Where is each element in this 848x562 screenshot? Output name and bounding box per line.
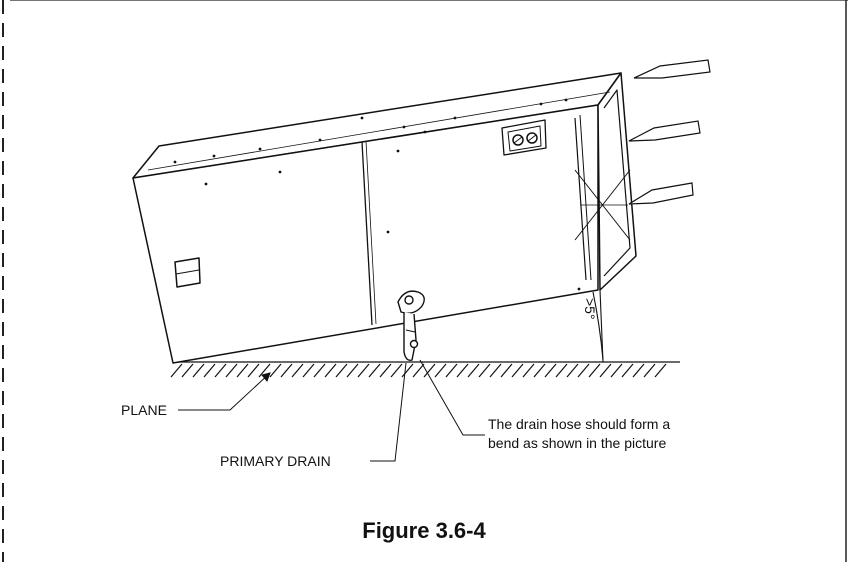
hatch-stroke	[533, 363, 546, 378]
hatch-stroke	[511, 363, 524, 378]
hatch-stroke	[654, 363, 667, 378]
drain-note-line2: bend as shown in the picture	[488, 435, 667, 451]
drain-note: The drain hose should form a bend as sho…	[488, 415, 670, 453]
hatch-stroke	[269, 363, 282, 378]
hatch-stroke	[225, 363, 238, 378]
plane-label: PLANE	[121, 402, 167, 418]
hatch-stroke	[412, 363, 425, 378]
hatch-stroke	[566, 363, 579, 378]
hatch-stroke	[214, 363, 227, 378]
figure-caption: Figure 3.6-4	[362, 518, 486, 543]
hatch-stroke	[203, 363, 216, 378]
hatch-stroke	[192, 363, 205, 378]
hatch-stroke	[489, 363, 502, 378]
hatch-stroke	[379, 363, 392, 378]
hatch-stroke	[181, 363, 194, 378]
hatch-stroke	[258, 363, 271, 378]
hatch-stroke	[368, 363, 381, 378]
hatch-stroke	[170, 363, 183, 378]
hatch-stroke	[588, 363, 601, 378]
hatch-stroke	[610, 363, 623, 378]
hatch-stroke	[500, 363, 513, 378]
hatch-stroke	[577, 363, 590, 378]
hatch-stroke	[643, 363, 656, 378]
hatch-stroke	[291, 363, 304, 378]
ground-plane	[170, 361, 680, 378]
hatch-stroke	[313, 363, 326, 378]
hatch-stroke	[456, 363, 469, 378]
hatch-stroke	[555, 363, 568, 378]
primary-drain-fitting	[397, 290, 425, 362]
hatch-stroke	[280, 363, 293, 378]
hatch-stroke	[335, 363, 348, 378]
angle-label: >5°	[582, 298, 598, 320]
hatch-stroke	[599, 363, 612, 378]
hatch-stroke	[478, 363, 491, 378]
hatch-stroke	[302, 363, 315, 378]
hatch-stroke	[236, 363, 249, 378]
angle-indicator	[592, 289, 604, 363]
hatch-stroke	[357, 363, 370, 378]
hatch-stroke	[423, 363, 436, 378]
screw-dots	[173, 98, 581, 291]
hatch-stroke	[401, 363, 414, 378]
hatch-stroke	[632, 363, 645, 378]
hatch-stroke	[247, 363, 260, 378]
hatch-stroke	[621, 363, 634, 378]
airflow-arrows	[628, 59, 711, 205]
hatch-stroke	[445, 363, 458, 378]
hatch-stroke	[434, 363, 447, 378]
drain-note-line1: The drain hose should form a	[488, 416, 671, 432]
hatch-stroke	[346, 363, 359, 378]
primary-drain-label: PRIMARY DRAIN	[220, 453, 331, 469]
air-handler-unit	[132, 72, 637, 364]
hatch-stroke	[544, 363, 557, 378]
hatch-stroke	[390, 363, 403, 378]
hatch-stroke	[467, 363, 480, 378]
hatch-stroke	[522, 363, 535, 378]
hatch-stroke	[324, 363, 337, 378]
leader-lines	[178, 359, 485, 462]
